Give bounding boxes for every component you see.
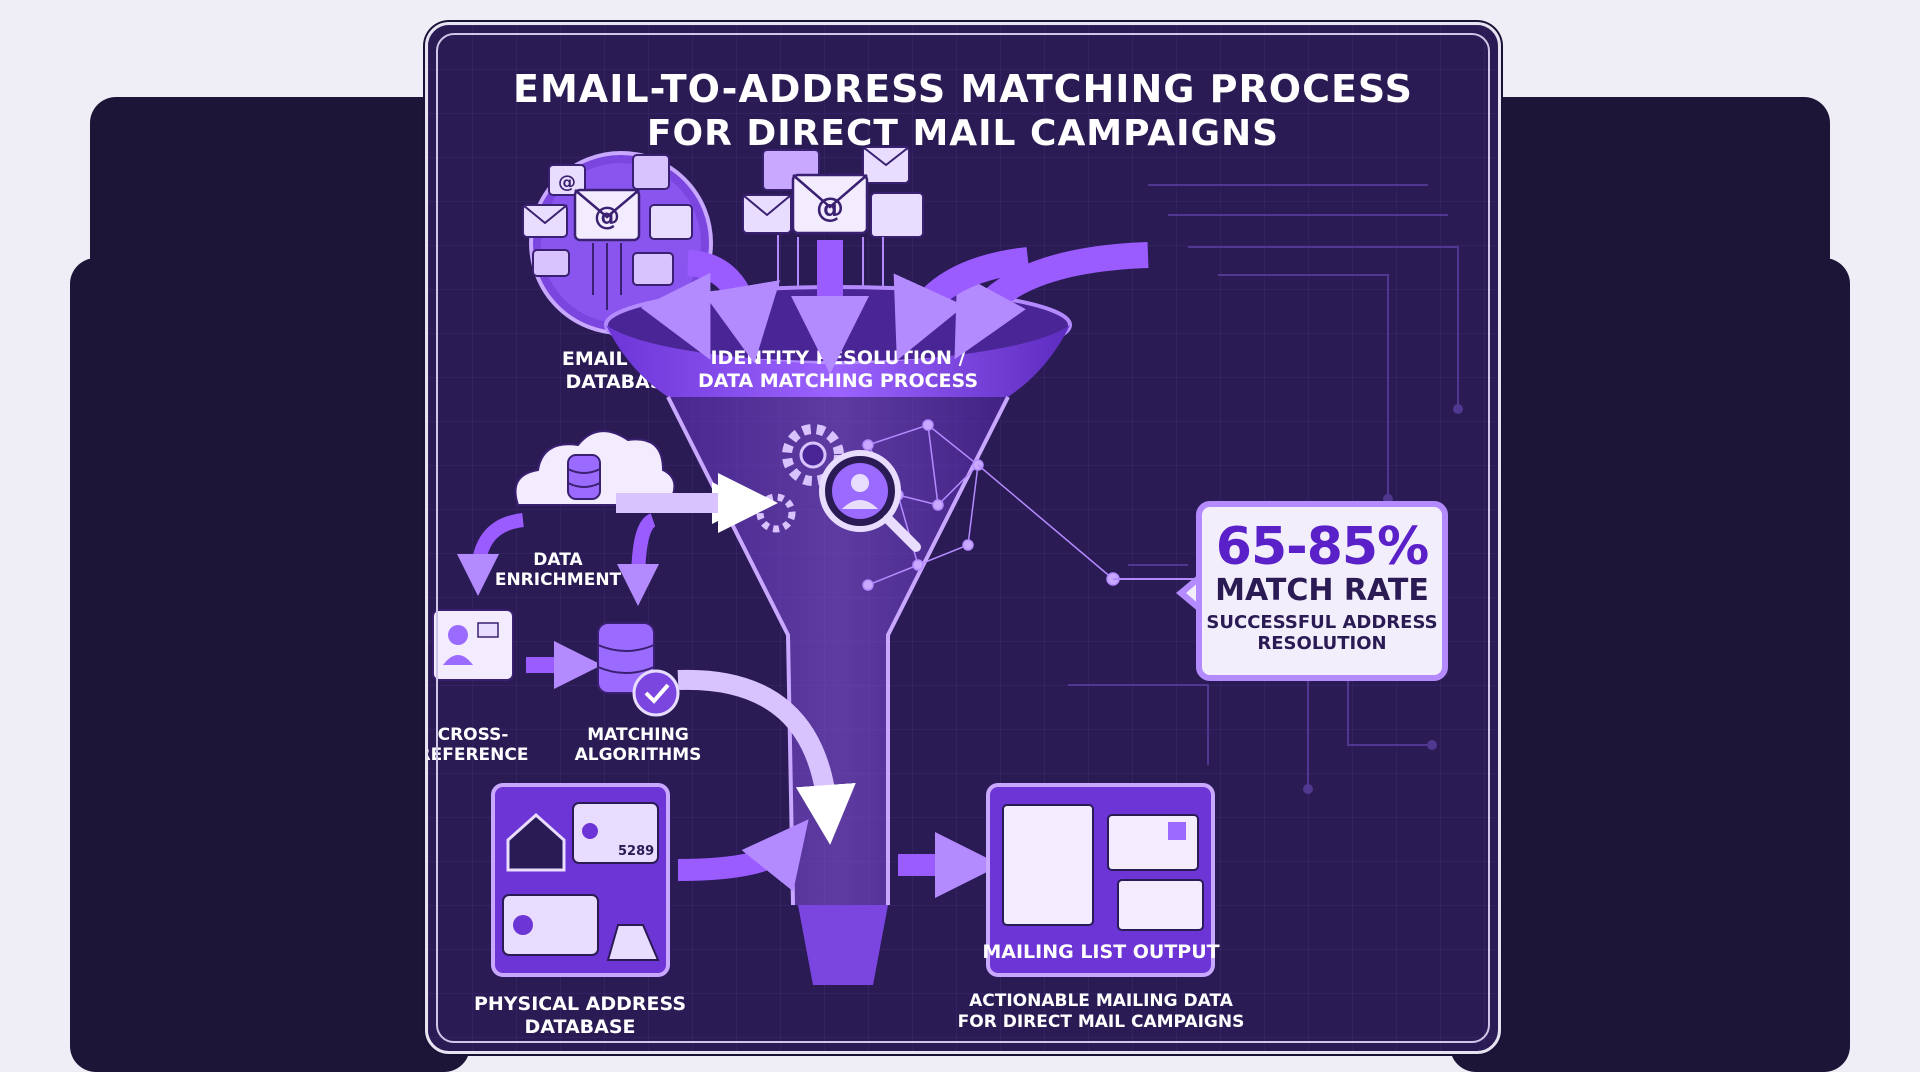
funnel-label-2: DATA MATCHING PROCESS <box>698 370 978 392</box>
cross-reference-label: CROSS- <box>438 725 509 745</box>
physical-address-label-2: DATABASE <box>524 1016 635 1038</box>
mailing-output-panel <box>986 783 1215 977</box>
svg-text:@: @ <box>816 191 844 224</box>
match-rate-card: 65-85% MATCH RATE SUCCESSFUL ADDRESS RES… <box>1196 501 1448 681</box>
match-rate-subtitle: SUCCESSFUL ADDRESS RESOLUTION <box>1206 612 1438 654</box>
background-panel-left-lower <box>70 258 470 1072</box>
title-line-2: FOR DIRECT MAIL CAMPAIGNS <box>646 113 1280 154</box>
match-rate-percent: 65-85% <box>1215 517 1429 577</box>
mailing-output-label: MAILING LIST OUTPUT <box>982 941 1219 963</box>
svg-text:@: @ <box>558 172 576 193</box>
physical-address-label: PHYSICAL ADDRESS <box>474 993 686 1015</box>
title-line-1: EMAIL-TO-ADDRESS MATCHING PROCESS <box>513 67 1413 111</box>
map-icon <box>606 924 660 961</box>
mailing-output-sub-label: ACTIONABLE MAILING DATA <box>969 991 1234 1011</box>
match-rate-title: MATCH RATE <box>1215 573 1429 608</box>
mail-stack-icon <box>1002 804 1094 926</box>
matching-algorithms-label-2: ALGORITHMS <box>575 745 702 765</box>
funnel-label: IDENTITY RESOLUTION / <box>710 347 965 369</box>
matching-algorithms-label: MATCHING <box>587 725 689 745</box>
email-cluster-icon: @ <box>742 146 924 325</box>
background-panel-right-lower <box>1450 258 1850 1072</box>
svg-text:@: @ <box>594 202 620 232</box>
cloud-database-icon <box>514 430 676 506</box>
network-graph <box>862 419 1120 591</box>
mailing-output-sub-label-2: FOR DIRECT MAIL CAMPAIGNS <box>958 1012 1245 1032</box>
location-pin-icon <box>582 823 598 839</box>
database-check-icon <box>597 622 680 717</box>
cross-reference-label-2: REFERENCE <box>428 745 528 765</box>
data-enrichment-label-2: ENRICHMENT <box>495 570 622 590</box>
address-zip: 5289 <box>618 844 654 859</box>
infographic-card: EMAIL-TO-ADDRESS MATCHING PROCESS FOR DI… <box>425 22 1501 1054</box>
search-person-icon <box>819 450 921 552</box>
physical-address-panel: 5289 <box>491 783 670 977</box>
input-arrows <box>640 240 1149 374</box>
house-icon <box>506 812 566 872</box>
contact-card-icon <box>432 609 514 681</box>
data-enrichment-label: DATA <box>533 550 583 570</box>
